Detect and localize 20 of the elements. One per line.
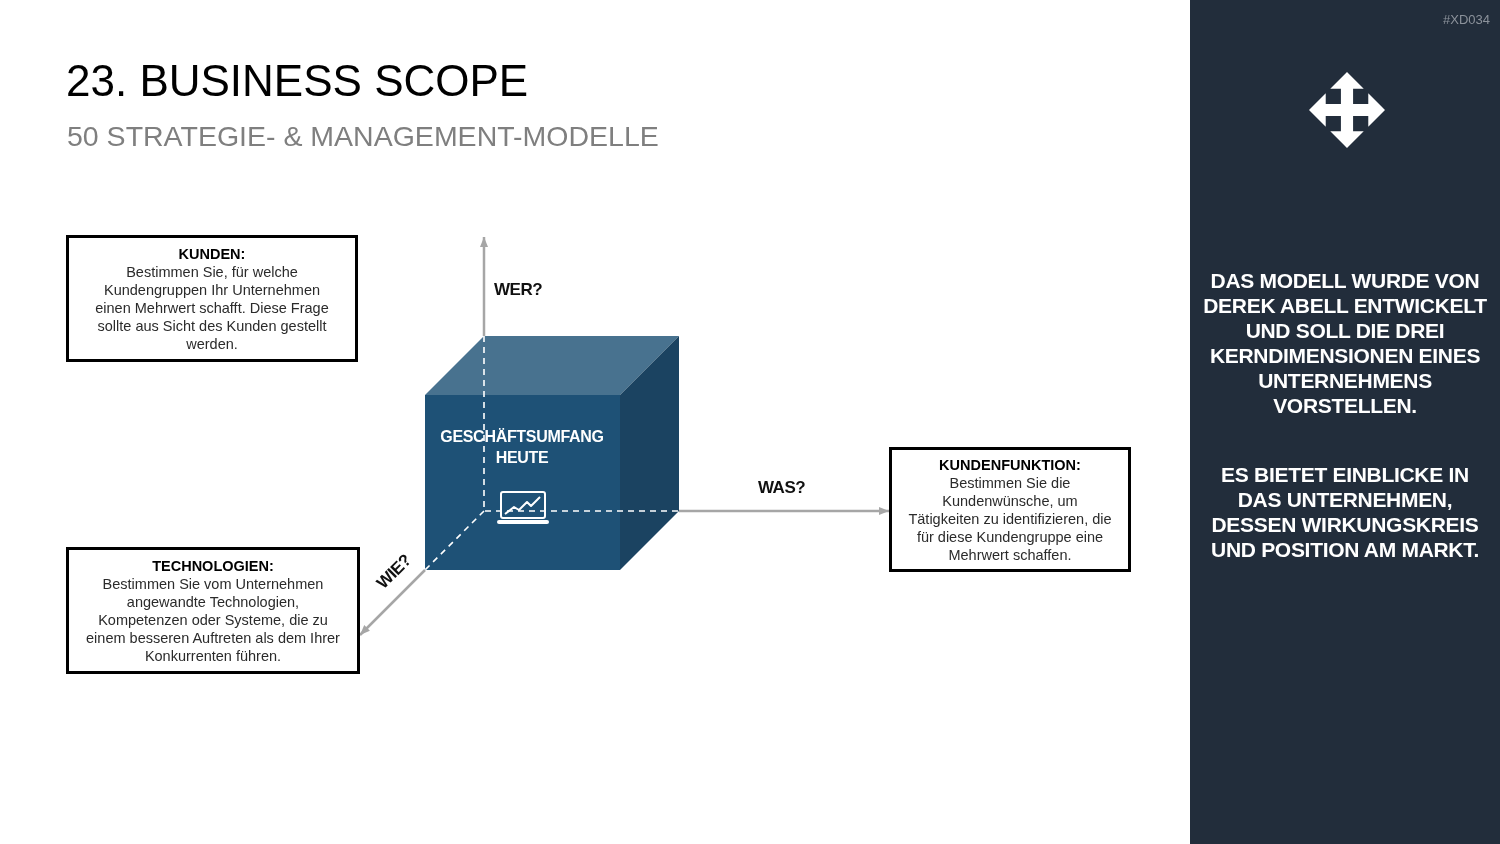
info-box [889,447,1131,572]
box-heading: TECHNOLOGIEN: [152,556,274,575]
arrow [679,507,889,515]
edge-label: WER? [494,280,543,300]
title: 23. BUSINESS SCOPE [66,55,529,107]
box-text: Bestimmen Sie vom Unternehmen angewandte Technologien, Kompetenzen oder Systeme, die zu einem besseren Auftreten als dem Ihrer Konkurrenten führen. [85,574,341,665]
info-box [66,235,358,362]
arrow [359,569,426,636]
panel-text: ES BIETET EINBLICKE IN DAS UNTERNEHMEN, DESSEN WIRKUNGSKREIS UND POSITION AM MARKT. [1210,462,1480,562]
panel-text: DAS MODELL WURDE VON DEREK ABELL ENTWICKELT UND SOLL DIE DREI KERNDIMENSIONEN EINES UNTERNEHMENS VORSTELLEN. [1203,268,1487,418]
box-text: Bestimmen Sie die Kundenwünsche, um Tätigkeiten zu identifizieren, die für diese Kundengruppe eine Mehrwert schaffen. [908,473,1112,564]
box-heading: KUNDENFUNKTION: [939,455,1081,474]
info-box [66,547,360,674]
edge-label: WAS? [758,478,806,498]
slide-code: #XD034 [1442,11,1490,28]
box-heading: KUNDEN: [178,244,246,263]
subtitle: 50 STRATEGIE- & MANAGEMENT-MODELLE [67,119,659,154]
cube-label: GESCHÄFTSUMFANG HEUTE [439,427,605,468]
box-text: Bestimmen Sie, für welche Kundengruppen Ihr Unternehmen einen Mehrwert schafft. Diese Frage sollte aus Sicht des Kunden gestellt werden. [94,262,330,353]
arrow [480,237,488,336]
